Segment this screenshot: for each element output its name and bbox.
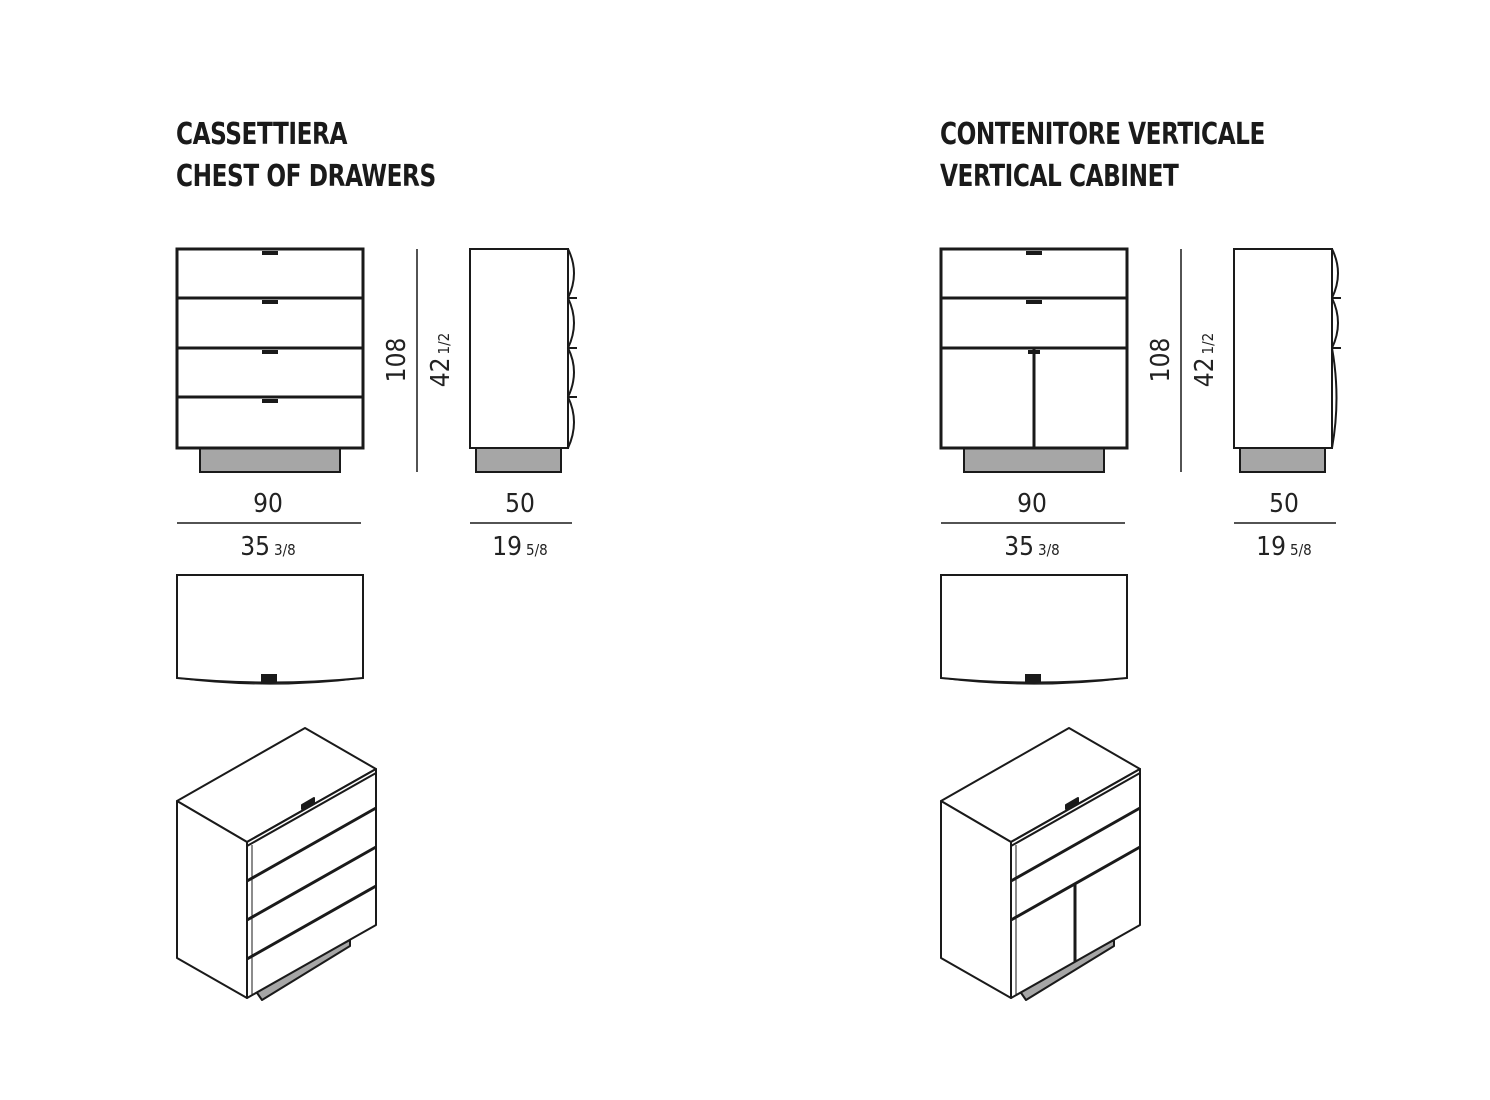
base-plinth [963, 447, 1105, 473]
product-title-chest-of-drawers: CASSETTIERA CHEST OF DRAWERS [176, 114, 436, 198]
width-cm-label: 90 [1017, 489, 1047, 519]
height-inch-label: 421/2 [1190, 333, 1220, 387]
top-front-curve [176, 677, 364, 685]
front-edge-strip [246, 768, 377, 847]
drawer-handle [1026, 251, 1042, 255]
depth-cm-label: 50 [505, 489, 535, 519]
title-italian: CONTENITORE VERTICALE [940, 117, 1265, 152]
title-english: VERTICAL CABINET [940, 159, 1179, 194]
front-edge-strip [1010, 768, 1141, 847]
drawer-handle [1065, 797, 1079, 810]
drawer-handle [301, 797, 315, 810]
drawer-handle [262, 300, 278, 304]
title-italian: CASSETTIERA [176, 117, 348, 152]
side-view [1233, 248, 1341, 473]
height-cm-label: 108 [1146, 338, 1176, 383]
drawer-gap [246, 884, 377, 961]
drawer-gap [1010, 845, 1141, 922]
door-handle [1028, 350, 1040, 354]
base-plinth [475, 447, 562, 473]
front-view [175, 247, 365, 473]
width-cm-label: 90 [253, 489, 283, 519]
drawer-handle [1026, 300, 1042, 304]
base-plinth [199, 447, 341, 473]
base-plinth [1239, 447, 1326, 473]
height-cm-label: 108 [382, 338, 412, 383]
top-outline [940, 574, 1128, 684]
side-outline [469, 248, 569, 449]
drawer-handle [262, 251, 278, 255]
top-front-curve [940, 677, 1128, 685]
handle-top [1025, 674, 1041, 683]
depth-cm-label: 50 [1269, 489, 1299, 519]
top-view [176, 574, 364, 685]
drawer-gap [246, 845, 377, 922]
title-english: CHEST OF DRAWERS [176, 159, 436, 194]
front-view [939, 247, 1129, 473]
drawer-handle [262, 350, 278, 354]
drawer-gap [246, 806, 377, 883]
top-outline [176, 574, 364, 684]
side-outline [1233, 248, 1333, 449]
product-title-vertical-cabinet: CONTENITORE VERTICALE VERTICAL CABINET [940, 114, 1265, 198]
front-profile [1330, 248, 1339, 449]
top-view [940, 574, 1128, 685]
drawer-gap [1010, 806, 1141, 883]
isometric-view [940, 727, 1141, 1001]
height-inch-label: 421/2 [426, 333, 456, 387]
side-view [469, 248, 577, 473]
drawer-handle [262, 399, 278, 403]
handle-top [261, 674, 277, 683]
isometric-view [176, 727, 377, 1001]
